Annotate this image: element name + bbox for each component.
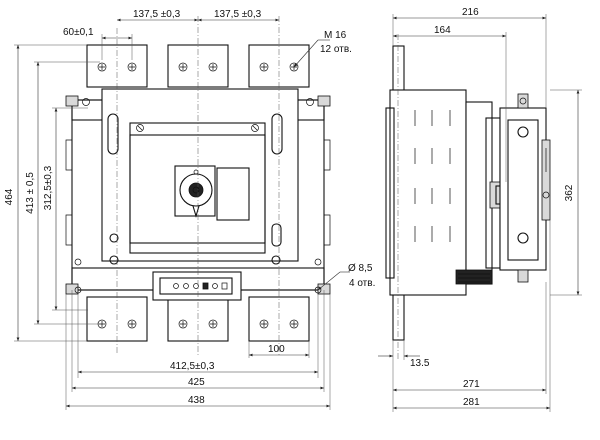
dim-100: 100 bbox=[268, 344, 285, 355]
mount-hole-bottom-left bbox=[74, 286, 82, 294]
mount-corner-top-right bbox=[317, 95, 331, 107]
top-terminal-holes bbox=[97, 62, 299, 72]
side-aux-knob-2 bbox=[517, 232, 529, 244]
handle-plate bbox=[174, 165, 216, 217]
dim-312: 312,5±0,3 bbox=[43, 165, 54, 210]
indicator-window bbox=[216, 167, 250, 221]
thread-count: 12 отв. bbox=[320, 44, 352, 55]
housing-side-ribs bbox=[65, 139, 331, 246]
hole-count: 4 отв. bbox=[349, 278, 375, 289]
front-view: 60±0,1 137,5 ±0,3 137,5 ±0,3 464 413 ± 0… bbox=[4, 9, 375, 410]
side-aux-terminal-bottom bbox=[517, 269, 529, 283]
control-panel-face bbox=[129, 134, 266, 244]
callout-thread: M 16 12 отв. bbox=[293, 30, 352, 68]
front-dimensions: 60±0,1 137,5 ±0,3 137,5 ±0,3 464 413 ± 0… bbox=[4, 9, 331, 410]
thread-label: M 16 bbox=[324, 30, 347, 41]
dim-464: 464 bbox=[4, 188, 15, 205]
side-aux-lever bbox=[541, 139, 551, 221]
dim-438: 438 bbox=[188, 395, 205, 406]
handle-lever bbox=[192, 205, 200, 218]
callout-hole: Ø 8,5 4 отв. bbox=[317, 263, 375, 291]
side-bottom-heatsink bbox=[455, 269, 493, 285]
lock-knob-left-2 bbox=[109, 255, 119, 265]
dim-137-left: 137,5 ±0,3 bbox=[133, 9, 181, 20]
side-dim-281: 281 bbox=[463, 397, 480, 408]
side-aux-terminal-top bbox=[517, 93, 529, 109]
side-view: 216 164 362 13.5 271 281 bbox=[378, 7, 582, 412]
mount-hole-top-left bbox=[74, 258, 82, 266]
dim-60: 60±0,1 bbox=[63, 27, 94, 38]
side-slot-right bbox=[271, 113, 283, 155]
side-dim-362: 362 bbox=[564, 184, 575, 201]
padlock-slot bbox=[271, 223, 282, 247]
dim-413: 413 ± 0,5 bbox=[25, 172, 36, 214]
dim-412: 412,5±0,3 bbox=[170, 361, 215, 372]
lock-knob-right bbox=[271, 255, 281, 265]
side-dim-13-5: 13.5 bbox=[410, 358, 430, 369]
dim-425: 425 bbox=[188, 377, 205, 388]
side-dimensions: 216 164 362 13.5 271 281 bbox=[378, 7, 582, 412]
side-body bbox=[389, 89, 467, 296]
side-auxiliary bbox=[499, 107, 547, 271]
mount-corner-top-left bbox=[65, 95, 79, 107]
side-aux-knob-1 bbox=[517, 126, 529, 138]
side-front-cover bbox=[465, 101, 493, 285]
side-terminal-bottom bbox=[392, 289, 405, 341]
bottom-terminal-holes bbox=[97, 319, 299, 329]
side-slot-left bbox=[107, 113, 119, 155]
auxiliary-contact-dots bbox=[173, 282, 228, 290]
dim-137-right: 137,5 ±0,3 bbox=[214, 9, 262, 20]
auxiliary-contacts bbox=[159, 277, 233, 295]
side-dim-216: 216 bbox=[462, 7, 479, 18]
side-dim-271: 271 bbox=[463, 379, 480, 390]
side-base-plate bbox=[385, 107, 395, 279]
handle-hub bbox=[188, 182, 204, 198]
hole-label: Ø 8,5 bbox=[348, 263, 373, 274]
side-aux-inner bbox=[507, 119, 539, 261]
lock-knob-left bbox=[109, 233, 119, 243]
side-body-ribs bbox=[414, 110, 451, 242]
side-dim-164: 164 bbox=[434, 25, 451, 36]
mount-hole-top-right bbox=[314, 258, 322, 266]
side-terminal-top bbox=[392, 45, 405, 95]
auxiliary-block bbox=[152, 271, 242, 301]
